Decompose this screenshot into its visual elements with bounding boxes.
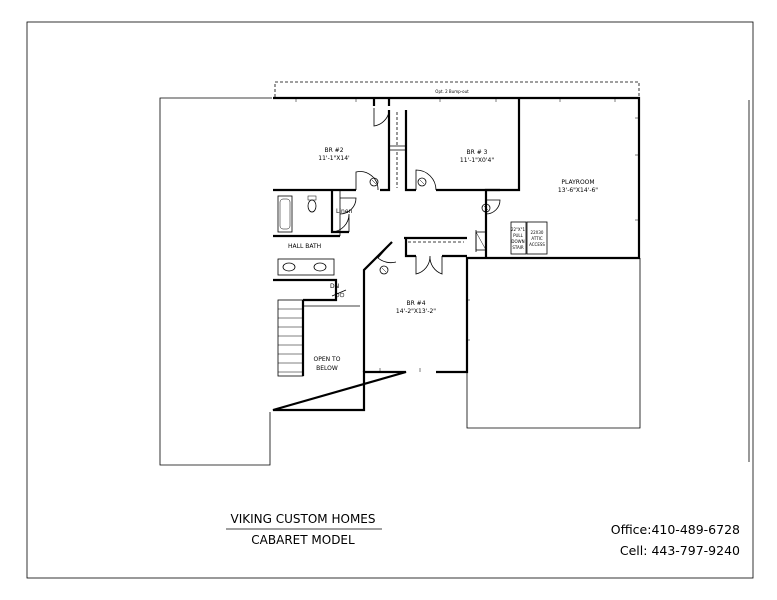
- pull-down-line-3: DOWN: [511, 239, 524, 244]
- pull-down-stair-box: [510, 221, 527, 255]
- interior-walls: [273, 98, 521, 376]
- bath-fixtures: [277, 195, 335, 276]
- toilet: [307, 199, 317, 213]
- sink-left: [282, 262, 296, 272]
- br3-name: BR # 3: [467, 149, 488, 156]
- office-phone: Office:410-489-6728: [611, 522, 740, 537]
- playroom-size: 13'-6"X14'-6": [558, 187, 598, 194]
- pull-down-line-2: PULL: [513, 233, 524, 238]
- below-label: BELOW: [316, 365, 338, 372]
- model-name: CABARET MODEL: [251, 533, 355, 547]
- linen-label: Linen: [336, 208, 353, 215]
- playroom-name: PLAYROOM: [561, 179, 594, 186]
- light-fixtures: [369, 177, 491, 275]
- br2-size: 11'-1"X14': [318, 155, 350, 162]
- open-to-label: OPEN TO: [314, 356, 341, 363]
- attic-line-2: ATTIC: [531, 236, 542, 241]
- exterior-walls: [272, 96, 641, 412]
- closet-shelves: [396, 112, 464, 243]
- stair-arrow: [331, 289, 347, 297]
- attic-access-box: [526, 221, 548, 255]
- vanity: [277, 258, 335, 276]
- dn-label: DN: [330, 283, 339, 290]
- br4-size: 14'-2"X13'-2": [396, 308, 436, 315]
- bump-out-label: Opt. 2 Bump-out: [435, 89, 469, 94]
- br4-name: BR #4: [406, 300, 425, 307]
- stairs: [277, 299, 304, 377]
- sheet-border: [26, 21, 754, 579]
- cell-phone: Cell: 443-797-9240: [620, 543, 740, 558]
- attic-line-1: 22X30: [531, 230, 544, 235]
- pull-down-line-1: 22"X"1: [511, 227, 526, 232]
- company-name: VIKING CUSTOM HOMES: [231, 512, 376, 526]
- sink-right: [313, 262, 327, 272]
- left-garage-outline: [159, 97, 272, 466]
- doors: [331, 108, 501, 275]
- pull-down-line-4: STAIR: [512, 245, 524, 250]
- windows: [295, 98, 639, 372]
- hall-bath-label: HALL BATH: [288, 243, 321, 250]
- bathtub: [277, 195, 293, 233]
- small-cabinet: [475, 231, 487, 251]
- right-roof-outline: [466, 258, 641, 429]
- br3-size: 11'-1"X0'4": [460, 157, 494, 164]
- br2-name: BR #2: [324, 147, 343, 154]
- attic-line-3: ACCESS: [529, 242, 545, 247]
